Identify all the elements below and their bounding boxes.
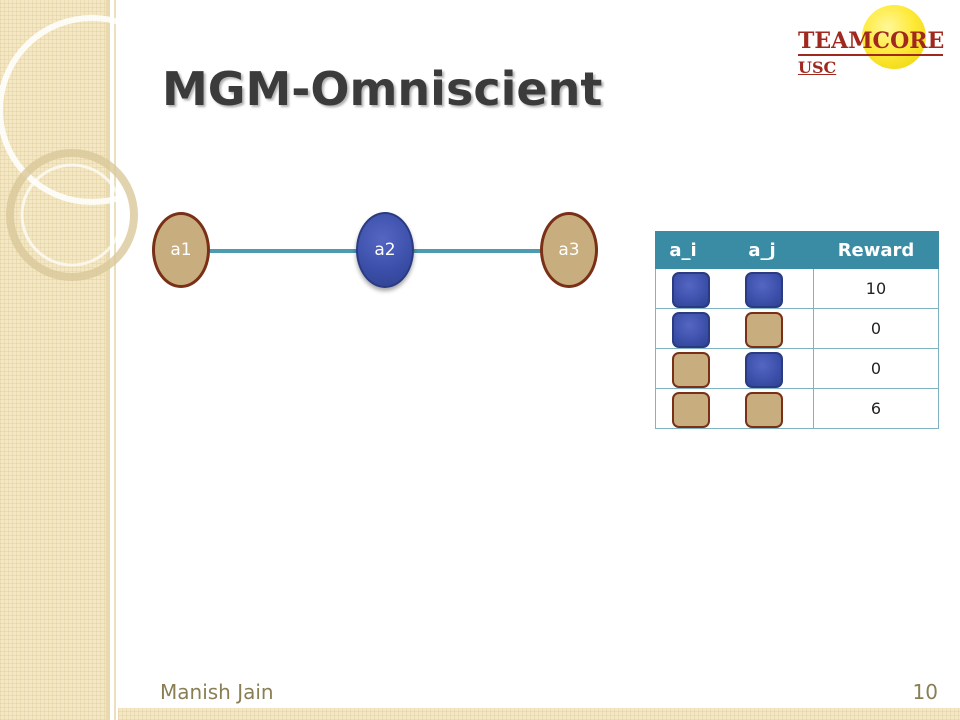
value-chip-blue <box>672 312 710 348</box>
logo-org-text: USC <box>798 58 837 77</box>
value-chip-blue <box>745 272 783 308</box>
decorative-left-strip <box>0 0 106 720</box>
graph-node-a1: a1 <box>152 212 210 288</box>
reward-cell: 0 <box>812 349 938 388</box>
value-chip-blue <box>745 352 783 388</box>
page-number: 10 <box>912 680 938 704</box>
node-label: a3 <box>558 240 580 260</box>
reward-cell: 0 <box>812 309 938 348</box>
header-reward: Reward <box>837 239 915 261</box>
footer-author: Manish Jain <box>160 680 274 704</box>
reward-table: a_i a_j Reward 10 0 0 6 <box>655 231 939 429</box>
graph-edge-a2-a3 <box>414 249 544 253</box>
value-chip-tan <box>672 352 710 388</box>
reward-cell: 10 <box>812 269 938 308</box>
decorative-divider <box>106 0 110 720</box>
graph-node-a2: a2 <box>356 212 414 288</box>
table-row: 0 <box>656 309 938 349</box>
decorative-bottom-strip <box>118 708 960 720</box>
reward-cell: 6 <box>812 389 938 428</box>
sun-icon <box>862 5 926 69</box>
node-label: a2 <box>374 240 396 260</box>
graph-edge-a1-a2 <box>210 249 360 253</box>
table-row: 6 <box>656 389 938 429</box>
teamcore-usc-logo: TEAMCORE USC <box>790 0 950 90</box>
value-chip-tan <box>672 392 710 428</box>
node-label: a1 <box>170 240 192 260</box>
table-row: 0 <box>656 349 938 389</box>
table-body: 10 0 0 6 <box>655 269 939 429</box>
graph-node-a3: a3 <box>540 212 598 288</box>
value-chip-tan <box>745 392 783 428</box>
header-a-j: a_j <box>748 239 776 261</box>
table-row: 10 <box>656 269 938 309</box>
logo-rule <box>798 54 943 56</box>
slide-title: MGM-Omniscient <box>162 62 603 116</box>
table-header: a_i a_j Reward <box>655 231 939 269</box>
value-chip-blue <box>672 272 710 308</box>
logo-team-text: TEAMCORE <box>798 28 945 54</box>
decorative-divider-thin <box>114 0 116 720</box>
header-a-i: a_i <box>669 239 697 261</box>
value-chip-tan <box>745 312 783 348</box>
